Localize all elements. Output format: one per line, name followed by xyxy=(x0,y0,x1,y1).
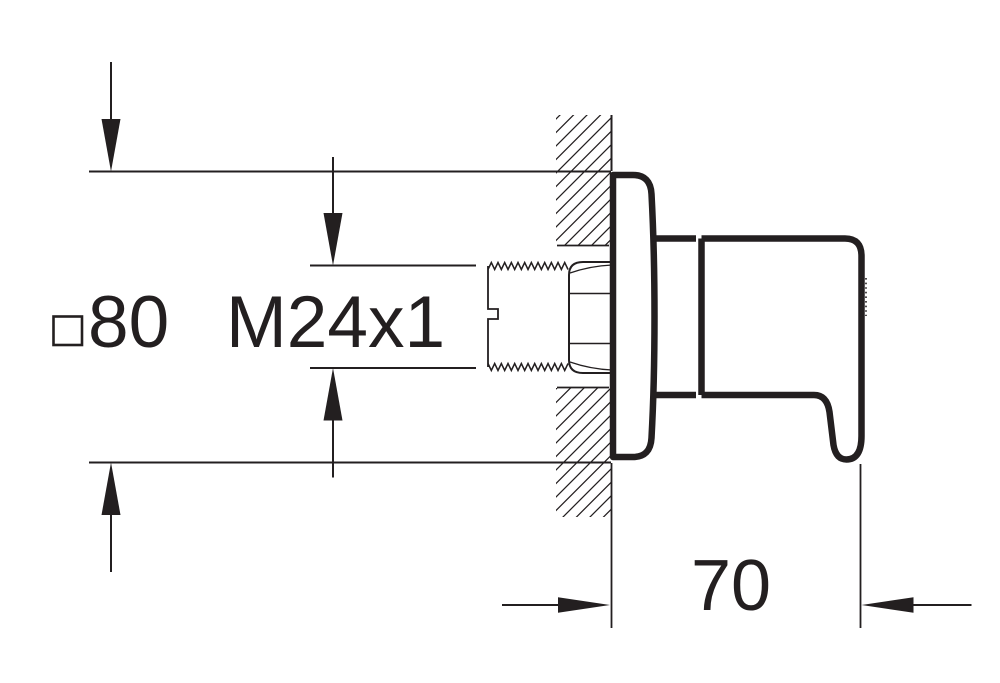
thread-zigzag-top xyxy=(487,260,569,272)
nut-outline xyxy=(568,261,613,374)
depth-dimension-label: 70 xyxy=(691,546,771,626)
plate-dimension-arrows xyxy=(101,62,121,572)
escutcheon-plate xyxy=(609,171,658,461)
wall-hatch-upper xyxy=(556,115,611,245)
arrowhead-left xyxy=(861,597,914,613)
lever-handle xyxy=(698,235,867,463)
threaded-stem xyxy=(487,260,569,373)
plate-size-label: 80 xyxy=(88,282,169,363)
wall-section xyxy=(556,115,613,628)
arrowhead-down xyxy=(101,119,121,172)
nut-chamfer-arc-bottom xyxy=(569,361,613,371)
handle-outline xyxy=(701,235,865,463)
wall-hatch-lower xyxy=(556,388,611,517)
dimension-labels: 80 M24x1 70 xyxy=(52,282,771,626)
thread-dimension-arrows xyxy=(323,157,343,478)
nut-chamfer-arc-top xyxy=(569,264,613,274)
mounting-nut xyxy=(568,261,613,374)
arrowhead-up xyxy=(323,368,343,421)
thread-size-label: M24x1 xyxy=(226,282,445,363)
stem-end-edge-with-slot xyxy=(487,266,499,367)
square-symbol xyxy=(52,315,84,347)
bonnet-neck xyxy=(652,235,696,399)
arrowhead-down xyxy=(323,213,343,266)
depth-dimension-arrows xyxy=(502,597,972,613)
arrowhead-right xyxy=(558,597,610,613)
thread-zigzag-bottom xyxy=(487,361,569,373)
arrowhead-up xyxy=(101,462,121,515)
